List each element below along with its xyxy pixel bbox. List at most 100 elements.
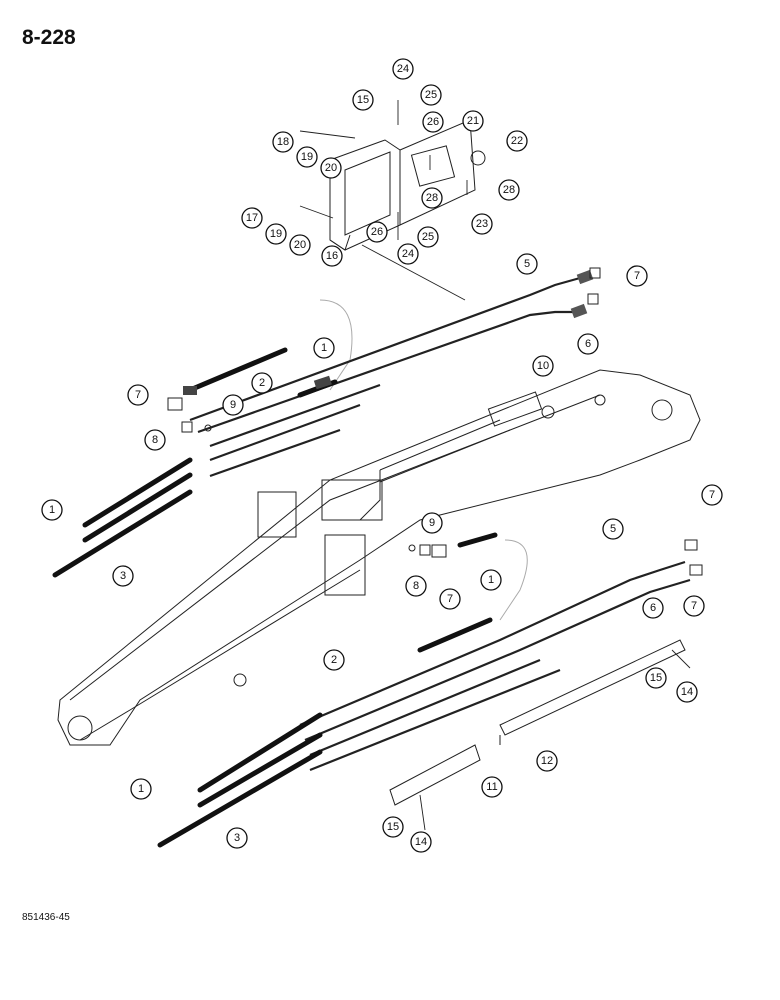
callout-9b: 8: [405, 575, 427, 597]
svg-text:2: 2: [259, 377, 265, 389]
callout-13: 12: [536, 750, 558, 772]
svg-text:18: 18: [277, 136, 289, 148]
svg-text:9: 9: [429, 517, 435, 529]
svg-text:19: 19: [301, 151, 313, 163]
callout-24: 23: [471, 213, 493, 235]
callout-22: 21: [462, 110, 484, 132]
callout-1c: 1: [480, 569, 502, 591]
svg-text:7: 7: [135, 389, 141, 401]
callout-5a: 5: [516, 253, 538, 275]
svg-text:19: 19: [270, 228, 282, 240]
svg-text:7: 7: [447, 593, 453, 605]
svg-text:14: 14: [681, 686, 693, 698]
svg-text:7: 7: [691, 600, 697, 612]
callout-8b: 7: [439, 588, 461, 610]
callout-2a: 2: [251, 372, 273, 394]
callout-7c: 7: [683, 595, 705, 617]
svg-text:1: 1: [321, 342, 327, 354]
callout-10b: 9: [421, 512, 443, 534]
callout-20b: 19: [265, 223, 287, 245]
svg-text:1: 1: [49, 504, 55, 516]
callout-1d: 1: [130, 778, 152, 800]
svg-text:25: 25: [425, 89, 437, 101]
callout-17: 16: [321, 245, 343, 267]
callout-21a: 20: [320, 157, 342, 179]
svg-text:7: 7: [709, 489, 715, 501]
callout-14b: 14: [410, 831, 432, 853]
upper-tubes: [189, 267, 601, 478]
callout-21b: 20: [289, 234, 311, 256]
svg-text:8: 8: [413, 580, 419, 592]
figure-id: 851436-45: [22, 912, 70, 923]
callout-10a: 9: [222, 394, 244, 416]
boom-arm: [57, 299, 701, 746]
svg-text:26: 26: [371, 226, 383, 238]
callout-15b: 15: [382, 816, 404, 838]
svg-text:24: 24: [402, 248, 414, 260]
callout-5b: 5: [602, 518, 624, 540]
callout-2b: 2: [323, 649, 345, 671]
callout-12: 11: [481, 776, 503, 798]
callout-16: 15: [352, 89, 374, 111]
svg-text:12: 12: [541, 755, 553, 767]
svg-text:1: 1: [488, 574, 494, 586]
callout-14a: 14: [676, 681, 698, 703]
svg-text:26: 26: [427, 116, 439, 128]
upper-hoses: [52, 347, 338, 578]
svg-text:15: 15: [357, 94, 369, 106]
callout-25a: 28: [421, 187, 443, 209]
svg-text:10: 10: [537, 360, 549, 372]
callout-9a: 8: [144, 429, 166, 451]
svg-text:20: 20: [325, 162, 337, 174]
callout-7a: 7: [626, 265, 648, 287]
svg-text:1: 1: [138, 783, 144, 795]
svg-text:5: 5: [610, 523, 616, 535]
svg-text:8: 8: [152, 434, 158, 446]
callout-28a: 26: [422, 111, 444, 133]
svg-text:6: 6: [650, 602, 656, 614]
svg-text:25: 25: [422, 231, 434, 243]
callout-18: 17: [241, 207, 263, 229]
callout-27a: 25: [420, 84, 442, 106]
svg-text:3: 3: [120, 570, 126, 582]
callout-8a: 7: [127, 384, 149, 406]
callout-1b: 1: [41, 499, 63, 521]
svg-text:22: 22: [511, 135, 523, 147]
lower-tubes: [157, 532, 703, 848]
callout-25b: 28: [498, 179, 520, 201]
svg-text:28: 28: [503, 184, 515, 196]
callout-1a: 1: [313, 337, 335, 359]
fittings: [167, 397, 447, 558]
mounting-bracket: [299, 100, 486, 301]
svg-text:5: 5: [524, 258, 530, 270]
callout-6a: 6: [577, 333, 599, 355]
svg-text:7: 7: [634, 270, 640, 282]
callout-20a: 19: [296, 146, 318, 168]
svg-text:28: 28: [426, 192, 438, 204]
svg-text:24: 24: [397, 63, 409, 75]
callout-6b: 6: [642, 597, 664, 619]
support-plates: [389, 639, 691, 831]
svg-text:17: 17: [246, 212, 258, 224]
callout-7b: 7: [701, 484, 723, 506]
cylinder: [379, 391, 555, 483]
svg-text:23: 23: [476, 218, 488, 230]
svg-text:16: 16: [326, 250, 338, 262]
callout-3b: 3: [226, 827, 248, 849]
svg-text:11: 11: [486, 781, 497, 793]
svg-text:20: 20: [294, 239, 306, 251]
callout-27b: 25: [417, 226, 439, 248]
svg-text:9: 9: [230, 399, 236, 411]
svg-text:15: 15: [650, 672, 662, 684]
svg-text:6: 6: [585, 338, 591, 350]
svg-text:15: 15: [387, 821, 399, 833]
svg-text:21: 21: [467, 115, 479, 127]
callout-11: 10: [532, 355, 554, 377]
callout-3a: 3: [112, 565, 134, 587]
callout-19: 18: [272, 131, 294, 153]
callout-15a: 15: [645, 667, 667, 689]
page-number: 8-228: [22, 26, 76, 49]
svg-text:2: 2: [331, 654, 337, 666]
svg-text:14: 14: [415, 836, 427, 848]
